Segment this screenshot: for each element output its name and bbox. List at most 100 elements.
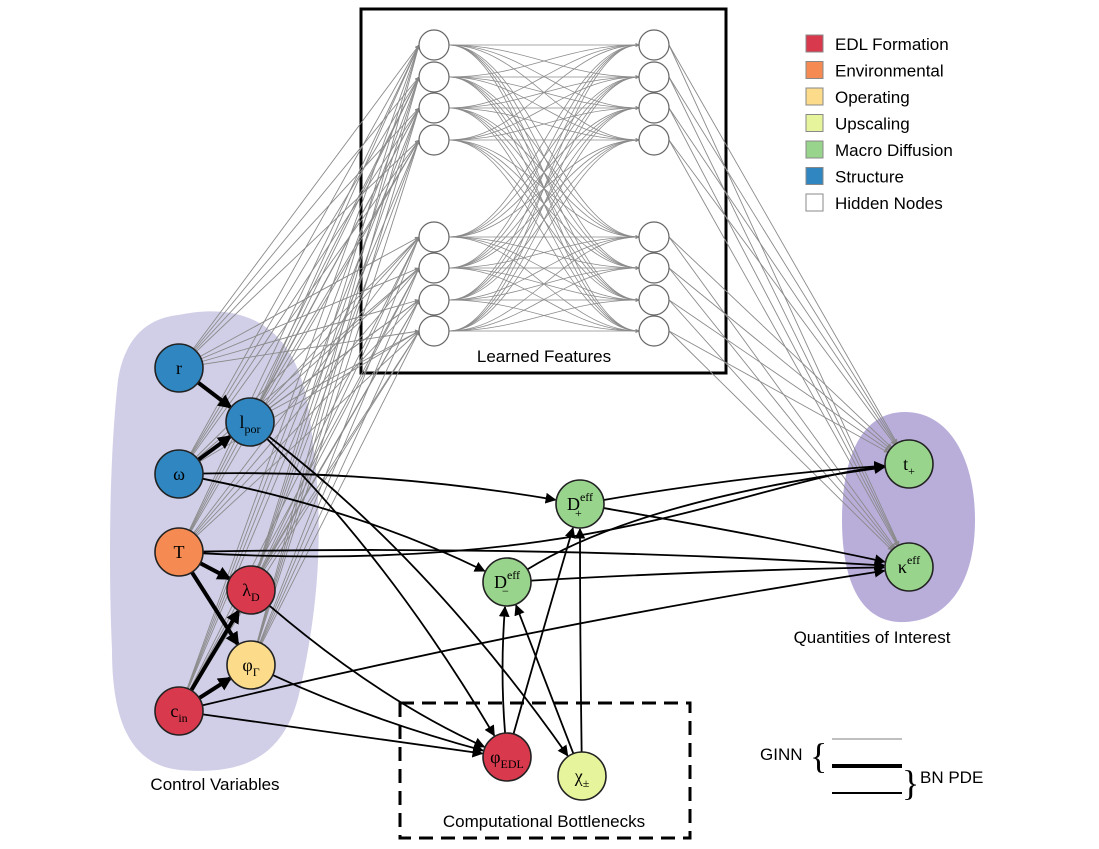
edge-Dplus-to-tplus xyxy=(603,461,886,501)
ginn-input-edge xyxy=(250,330,420,591)
edge-chi-to-Dplus xyxy=(574,527,586,753)
ginn-input-edge xyxy=(249,44,420,423)
gray-edges xyxy=(178,43,900,712)
edge-phiGamma-to-phiEDL xyxy=(272,674,484,754)
ginn-output-edge xyxy=(668,139,898,547)
legend-item-1: EDL Formation xyxy=(805,34,949,54)
legend-swatch xyxy=(805,61,824,79)
legend-item-3: Operating xyxy=(805,87,910,107)
computational-bottlenecks-label: Computational Bottlenecks xyxy=(443,812,645,831)
hidden-node-right-3 xyxy=(638,92,670,124)
hidden-node-left-8 xyxy=(418,315,450,347)
ginn-input-edge xyxy=(178,267,420,369)
node-lambdaD-label: λD xyxy=(242,580,260,604)
hidden-layer-gap xyxy=(418,156,450,220)
ginn-input-edge xyxy=(178,139,420,475)
edge-lpor-to-phiEDL xyxy=(266,438,496,737)
ginn-input-edge xyxy=(178,76,420,712)
node-kappa-label: κeff xyxy=(898,553,920,577)
ginn-hidden-edge xyxy=(448,138,640,332)
node-tplus: t+ xyxy=(884,439,934,489)
legend: EDL FormationEnvironmentalOperatingUpsca… xyxy=(805,34,953,213)
ginn-output-edge xyxy=(668,299,890,451)
bn-pde-brace: } xyxy=(902,763,919,803)
ginn-input-edge xyxy=(178,329,420,369)
node-phiEDL-label: φEDL xyxy=(490,747,524,771)
ginn-hidden-edge xyxy=(448,106,640,141)
legend-swatch xyxy=(805,34,824,53)
edge-Dminus-to-tplus xyxy=(526,463,886,571)
edge-cin-to-phiEDL xyxy=(202,713,484,758)
legend-item-2: Environmental xyxy=(805,61,944,81)
legend-item-6: Structure xyxy=(805,167,904,187)
hidden-node-left-3 xyxy=(418,92,450,124)
legend-label: Hidden Nodes xyxy=(835,194,943,213)
ginn-input-edge xyxy=(250,330,420,666)
node-omega-circle xyxy=(154,449,204,499)
legend-item-5: Macro Diffusion xyxy=(805,140,953,160)
ginn-input-edge xyxy=(250,76,421,666)
node-T-label: T xyxy=(174,542,185,562)
ginn-input-edge xyxy=(178,107,420,712)
node-T: T xyxy=(154,527,204,577)
ginn-output-edge xyxy=(668,330,893,551)
ginn-output-edge xyxy=(668,267,895,549)
node-r: r xyxy=(154,343,204,393)
ginn-input-edge xyxy=(250,139,420,591)
ginn-input-edge xyxy=(178,107,420,369)
hidden-nodes xyxy=(418,29,670,347)
ginn-input-edge xyxy=(250,76,420,591)
ginn-hidden-edge xyxy=(448,43,640,238)
node-chi-circle xyxy=(557,751,607,801)
hidden-node-left-2 xyxy=(418,61,450,93)
ginn-input-edge xyxy=(178,236,420,369)
edge-T-to-lambdaD xyxy=(199,561,232,581)
ginn-hidden-edge xyxy=(448,106,640,332)
ginn-input-edge xyxy=(250,236,420,591)
node-lambdaD-circle xyxy=(226,565,276,615)
ginn-input-edge xyxy=(250,236,420,666)
legend-swatch xyxy=(805,114,824,132)
legend-label: Macro Diffusion xyxy=(835,141,953,160)
node-cin-label: cin xyxy=(170,701,187,725)
ginn-input-edge xyxy=(249,267,420,423)
ginn-hidden-edge xyxy=(448,43,640,109)
ginn-output-edge xyxy=(668,76,897,444)
node-tplus-circle xyxy=(884,439,934,489)
hidden-node-right-1 xyxy=(638,29,670,61)
ginn-hidden-edge xyxy=(448,75,640,141)
ginn-input-edge xyxy=(250,267,420,591)
legend-swatch xyxy=(805,193,824,212)
node-omega: ω xyxy=(154,449,204,499)
ginn-output-edge xyxy=(668,107,896,445)
node-chi-label: χ± xyxy=(574,766,590,790)
node-lpor-circle xyxy=(225,397,275,447)
edge-T-to-kappa xyxy=(202,549,886,571)
ginn-output-edge xyxy=(668,330,889,453)
ginn-hidden-edge xyxy=(448,75,640,332)
hidden-node-left-4 xyxy=(418,124,450,156)
edge-chi-to-Dminus xyxy=(514,604,575,754)
edge-lambdaD-to-phiEDL xyxy=(268,604,486,748)
node-omega-label: ω xyxy=(173,464,185,484)
edge-Dplus-to-kappa xyxy=(603,507,886,565)
hidden-node-left-5 xyxy=(418,221,450,253)
ginn-label: GINN xyxy=(760,745,803,764)
edge-cin-to-phiGamma xyxy=(198,676,233,700)
edge-cin-to-kappa xyxy=(202,566,886,707)
node-chi: χ± xyxy=(557,751,607,801)
ginn-hidden-edge xyxy=(448,266,640,332)
ginn-input-edge xyxy=(178,330,420,475)
hidden-node-left-1 xyxy=(418,29,450,61)
ginn-input-edge xyxy=(249,76,420,423)
ginn-output-edge xyxy=(668,236,896,548)
legend-label: Structure xyxy=(835,168,904,187)
node-kappa: κeff xyxy=(884,542,934,592)
node-phiEDL-circle xyxy=(482,732,532,782)
ginn-hidden-edge xyxy=(448,235,640,301)
legend-label: Environmental xyxy=(835,62,944,81)
edge-r-to-lpor xyxy=(196,380,233,409)
legend-label: EDL Formation xyxy=(835,35,949,54)
